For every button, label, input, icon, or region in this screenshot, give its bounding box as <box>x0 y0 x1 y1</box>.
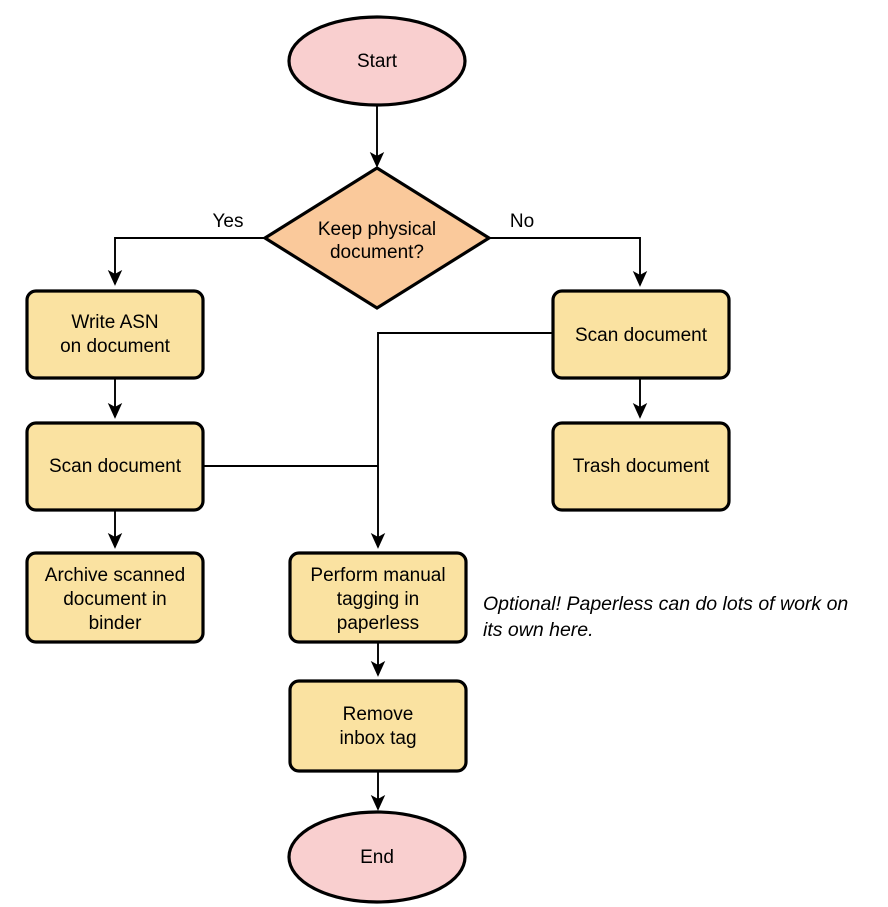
archive-label-line1: Archive scanned <box>45 565 185 586</box>
edges-layer: Yes No <box>107 103 648 811</box>
decision-label-line1: Keep physical <box>318 219 436 240</box>
scan-document-left-label: Scan document <box>49 456 182 477</box>
edge-decision-no-to-scan-right <box>489 237 648 287</box>
decision-diamond[interactable] <box>261 166 493 310</box>
remove-inbox-tag-label-line1: Remove <box>343 704 414 725</box>
edge-label-no: No <box>510 211 534 232</box>
scan-document-right-label: Scan document <box>575 325 708 346</box>
manual-tagging-box[interactable] <box>288 551 468 644</box>
scan-document-right-box[interactable] <box>551 289 731 380</box>
node-write-asn[interactable]: Write ASN on document <box>25 289 205 380</box>
edge-label-yes: Yes <box>213 211 244 232</box>
nodes-layer: Start Keep physical document? Write ASN … <box>25 15 731 904</box>
decision-label-line2: document? <box>330 242 424 263</box>
remove-inbox-tag-label-line2: inbox tag <box>339 728 416 749</box>
node-start[interactable]: Start <box>287 15 467 107</box>
node-remove-inbox-tag[interactable]: Remove inbox tag <box>288 679 468 773</box>
manual-tagging-label-line1: Perform manual <box>310 565 445 586</box>
manual-tagging-label-line3: paperless <box>337 613 419 634</box>
node-end[interactable]: End <box>287 810 467 904</box>
manual-tagging-label-line2: tagging in <box>337 589 419 610</box>
archive-label-line2: document in <box>63 589 167 610</box>
trash-document-label: Trash document <box>573 456 710 477</box>
archive-label-line3: binder <box>89 613 142 634</box>
start-ellipse[interactable] <box>287 15 467 107</box>
annotation-line1: Optional! Paperless can do lots of work … <box>483 593 848 615</box>
edge-scan-right-to-tagging <box>370 332 553 549</box>
node-archive-scanned-document[interactable]: Archive scanned document in binder <box>25 551 205 644</box>
node-perform-manual-tagging[interactable]: Perform manual tagging in paperless <box>288 551 468 644</box>
node-trash-document[interactable]: Trash document <box>551 421 731 512</box>
end-label: End <box>360 847 394 868</box>
remove-inbox-tag-box[interactable] <box>288 679 468 773</box>
start-label: Start <box>357 51 398 72</box>
scan-document-left-box[interactable] <box>25 421 205 512</box>
node-scan-document-right[interactable]: Scan document <box>551 289 731 380</box>
write-asn-label-line1: Write ASN <box>71 312 158 333</box>
annotation-line2: its own here. <box>483 619 594 641</box>
write-asn-label-line2: on document <box>60 336 171 357</box>
trash-document-box[interactable] <box>551 421 731 512</box>
annotation-optional-note: Optional! Paperless can do lots of work … <box>483 593 848 641</box>
node-scan-document-left[interactable]: Scan document <box>25 421 205 512</box>
end-ellipse[interactable] <box>287 810 467 904</box>
node-keep-physical-document[interactable]: Keep physical document? <box>261 166 493 310</box>
write-asn-box[interactable] <box>25 289 205 380</box>
edge-decision-yes-to-write-asn <box>107 237 265 286</box>
archive-box[interactable] <box>25 551 205 644</box>
